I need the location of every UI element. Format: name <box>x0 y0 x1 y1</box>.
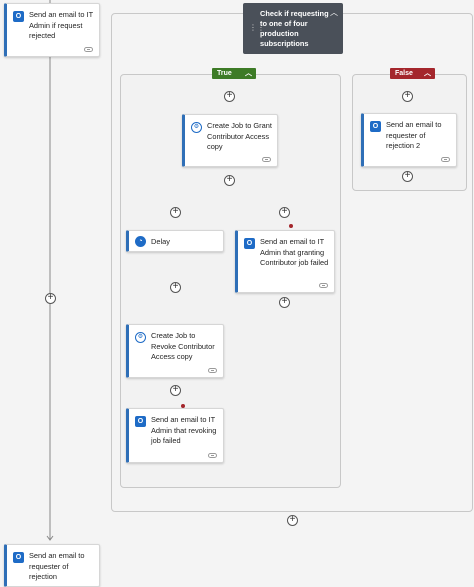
azure-automation-icon: ⚙ <box>191 122 202 133</box>
create-job-grant-card[interactable]: ⚙ Create Job to Grant Contributor Access… <box>182 114 278 167</box>
condition-card[interactable]: ⋮⋮ Check if requesting to one of four pr… <box>243 3 343 54</box>
condition-icon: ⋮⋮ <box>249 23 265 32</box>
link-icon <box>208 368 217 373</box>
add-step-button[interactable]: + <box>170 207 181 218</box>
outlook-icon: O <box>135 416 146 427</box>
false-branch-toggle[interactable]: False ︿ <box>390 68 435 79</box>
azure-automation-icon: ⚙ <box>135 332 146 343</box>
add-step-button[interactable]: + <box>402 91 413 102</box>
send-email-it-admin-rejected-card[interactable]: O Send an email to IT Admin if request r… <box>4 3 100 57</box>
link-icon <box>262 157 271 162</box>
add-step-button[interactable]: + <box>170 385 181 396</box>
outlook-icon: O <box>13 11 24 22</box>
chevron-up-icon[interactable]: ︿ <box>330 8 338 17</box>
link-icon <box>208 453 217 458</box>
run-after-failed-indicator <box>289 224 293 228</box>
chevron-up-icon: ︿ <box>245 70 252 77</box>
add-step-button[interactable]: + <box>279 207 290 218</box>
link-icon <box>84 47 93 52</box>
link-icon <box>441 157 450 162</box>
send-email-it-admin-grant-failed-card[interactable]: O Send an email to IT Admin that grantin… <box>235 230 335 293</box>
clock-icon: ◔ <box>135 236 146 247</box>
outlook-icon: O <box>244 238 255 249</box>
delay-card[interactable]: ◔ Delay <box>126 230 224 252</box>
link-icon <box>319 283 328 288</box>
create-job-revoke-card[interactable]: ⚙ Create Job to Revoke Contributor Acces… <box>126 324 224 378</box>
add-step-button[interactable]: + <box>224 175 235 186</box>
run-after-failed-indicator <box>181 404 185 408</box>
send-email-it-admin-revoke-failed-card[interactable]: O Send an email to IT Admin that revokin… <box>126 408 224 463</box>
outlook-icon: O <box>13 552 24 563</box>
add-step-button[interactable]: + <box>45 293 56 304</box>
add-step-button[interactable]: + <box>279 297 290 308</box>
send-email-requester-rejection-card[interactable]: O Send an email to requester of rejectio… <box>4 544 100 587</box>
add-step-button[interactable]: + <box>170 282 181 293</box>
add-step-button[interactable]: + <box>224 91 235 102</box>
true-branch-toggle[interactable]: True ︿ <box>212 68 256 79</box>
add-step-button[interactable]: + <box>287 515 298 526</box>
send-email-requester-rejection-2-card[interactable]: O Send an email to requester of rejectio… <box>361 113 457 167</box>
chevron-up-icon: ︿ <box>424 70 431 77</box>
add-step-button[interactable]: + <box>402 171 413 182</box>
outlook-icon: O <box>370 121 381 132</box>
